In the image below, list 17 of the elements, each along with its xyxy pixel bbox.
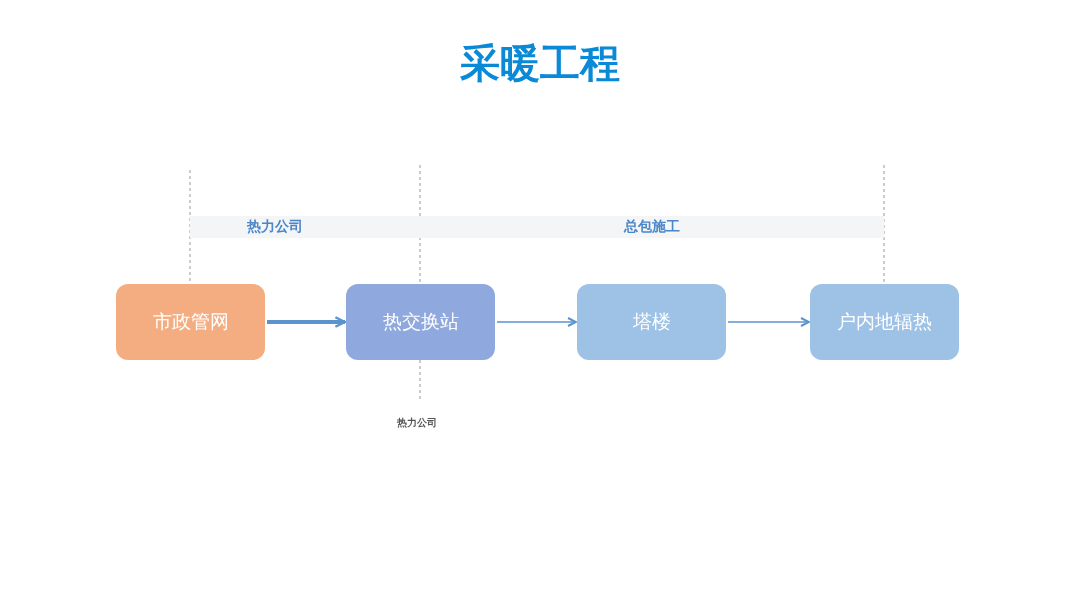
process-box <box>116 284 265 360</box>
node-text: 热力公司 <box>247 218 303 236</box>
arrow <box>727 317 810 327</box>
band <box>420 216 884 238</box>
note-text: 热力公司 <box>397 416 437 430</box>
node-text: 总包施工 <box>624 218 680 236</box>
process-box <box>577 284 726 360</box>
node-text: 热交换站 <box>382 309 459 334</box>
node-text: 塔楼 <box>632 309 671 334</box>
title: 采暖工程 <box>459 39 621 88</box>
node-text: 户内地辐热 <box>837 309 932 334</box>
process-box <box>810 284 959 360</box>
band <box>190 216 420 238</box>
process-box <box>346 284 495 360</box>
arrow <box>267 316 347 328</box>
arrow <box>496 317 577 327</box>
node-text: 市政管网 <box>152 309 229 334</box>
